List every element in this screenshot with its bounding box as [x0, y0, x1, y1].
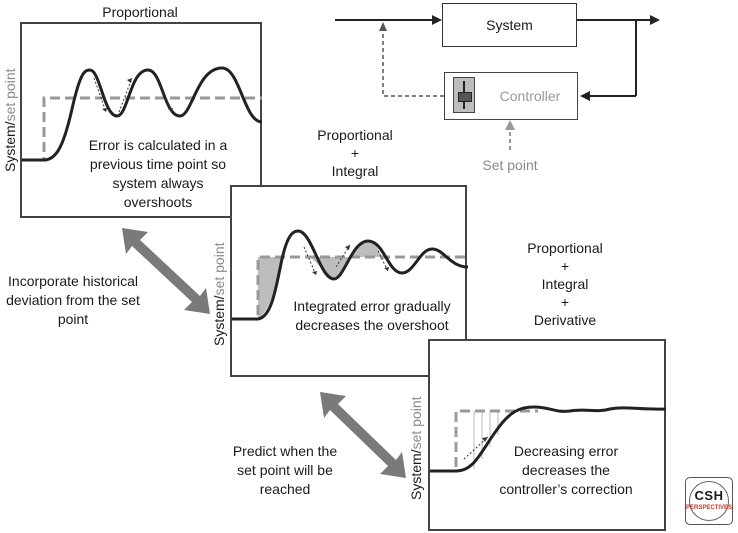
panel2-plot: Integrated error gradually decreases the… [230, 185, 469, 377]
panel1-ylabel: System/set point [2, 68, 18, 172]
panel2-ylabel: System/set point [211, 242, 227, 346]
controller-label: Controller [499, 88, 561, 104]
panel3-curves [430, 405, 667, 473]
panel3-ylabel: System/set point [408, 396, 424, 500]
panel3-title: Proportional + Integral + Derivative [527, 240, 603, 328]
system-label: System [486, 17, 533, 33]
arrow-label-2: Predict when the set point will be reach… [232, 443, 338, 497]
panel3-note: Decreasing error decreases the controlle… [499, 443, 633, 497]
csh-logo: CSH PERSPECTIVES [685, 477, 733, 525]
panel1-title: Proportional [102, 4, 178, 20]
panel2-title: Proportional + Integral [317, 127, 393, 179]
arrow-label-1: Incorporate historical deviation from th… [6, 273, 140, 327]
panel2-note: Integrated error gradually decreases the… [293, 298, 451, 333]
system-box: System [442, 3, 577, 47]
panel3-plot: Decreasing error decreases the controlle… [428, 339, 667, 531]
panel1-note: Error is calculated in a previous time p… [88, 137, 228, 210]
panel1-plot: Error is calculated in a previous time p… [20, 22, 263, 218]
setpoint-label: Set point [482, 157, 538, 173]
panel1-curves [22, 66, 263, 162]
panel2-curves [232, 229, 469, 321]
slider-icon [453, 77, 475, 113]
